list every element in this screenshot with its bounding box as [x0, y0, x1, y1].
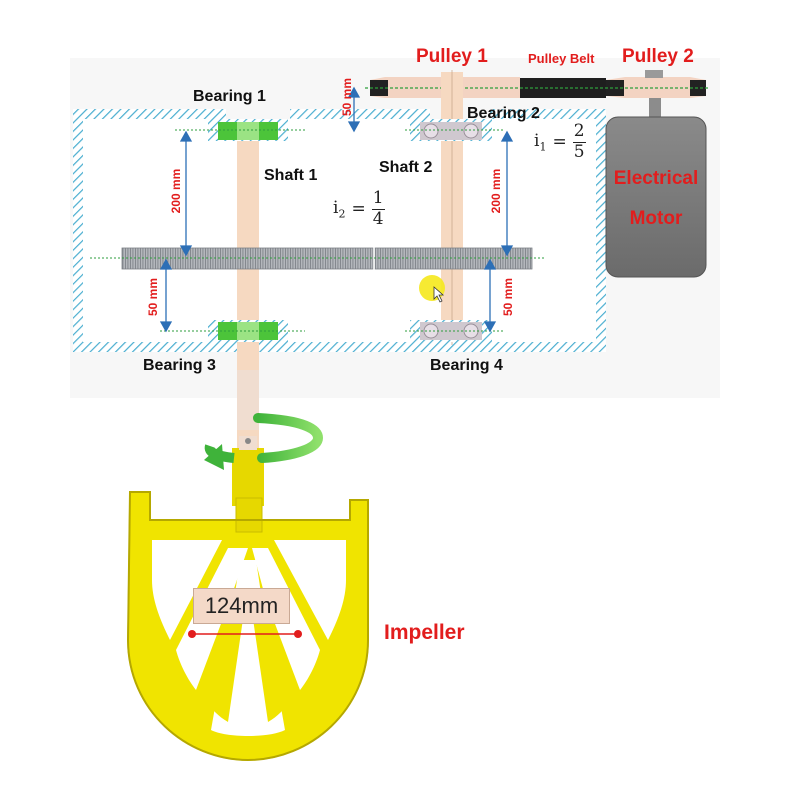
bearing-4-label: Bearing 4 — [430, 357, 503, 374]
impeller — [126, 491, 369, 762]
shaft-1-lower-dim: 50 mm — [146, 277, 160, 317]
impeller-width-label: 124mm — [193, 588, 290, 624]
shaft-2-label: Shaft 2 — [379, 159, 433, 176]
bearing-2-label: Bearing 2 — [467, 105, 540, 122]
shaft-2-upper-dim: 200 mm — [489, 168, 503, 214]
pulley-offset-dim: 50 mm — [340, 77, 354, 117]
rotation-arrow — [204, 413, 324, 470]
dimension-arrows — [159, 86, 514, 333]
gearbox-housing — [73, 109, 606, 352]
electrical-motor — [605, 98, 707, 278]
bearing-1-label: Bearing 1 — [193, 88, 266, 105]
impeller-label: Impeller — [384, 621, 465, 644]
shaft-1-upper-dim: 200 mm — [169, 168, 183, 214]
impeller-measure-line — [188, 630, 302, 638]
motor-label-line1: Electrical — [613, 168, 699, 189]
bearing-2 — [410, 119, 492, 141]
pulley-belt-label: Pulley Belt — [528, 51, 595, 66]
pulley-2-label: Pulley 2 — [622, 46, 694, 67]
bearing-3-label: Bearing 3 — [143, 357, 216, 374]
motor-label-line2: Motor — [629, 208, 683, 229]
cursor-highlight — [419, 275, 445, 301]
pulley-belt-assembly — [365, 70, 710, 98]
shaft-1 — [237, 122, 259, 344]
shaft-1-label: Shaft 1 — [264, 167, 318, 184]
shaft-2-lower-dim: 50 mm — [501, 277, 515, 317]
pulley-1-label: Pulley 1 — [416, 46, 488, 67]
